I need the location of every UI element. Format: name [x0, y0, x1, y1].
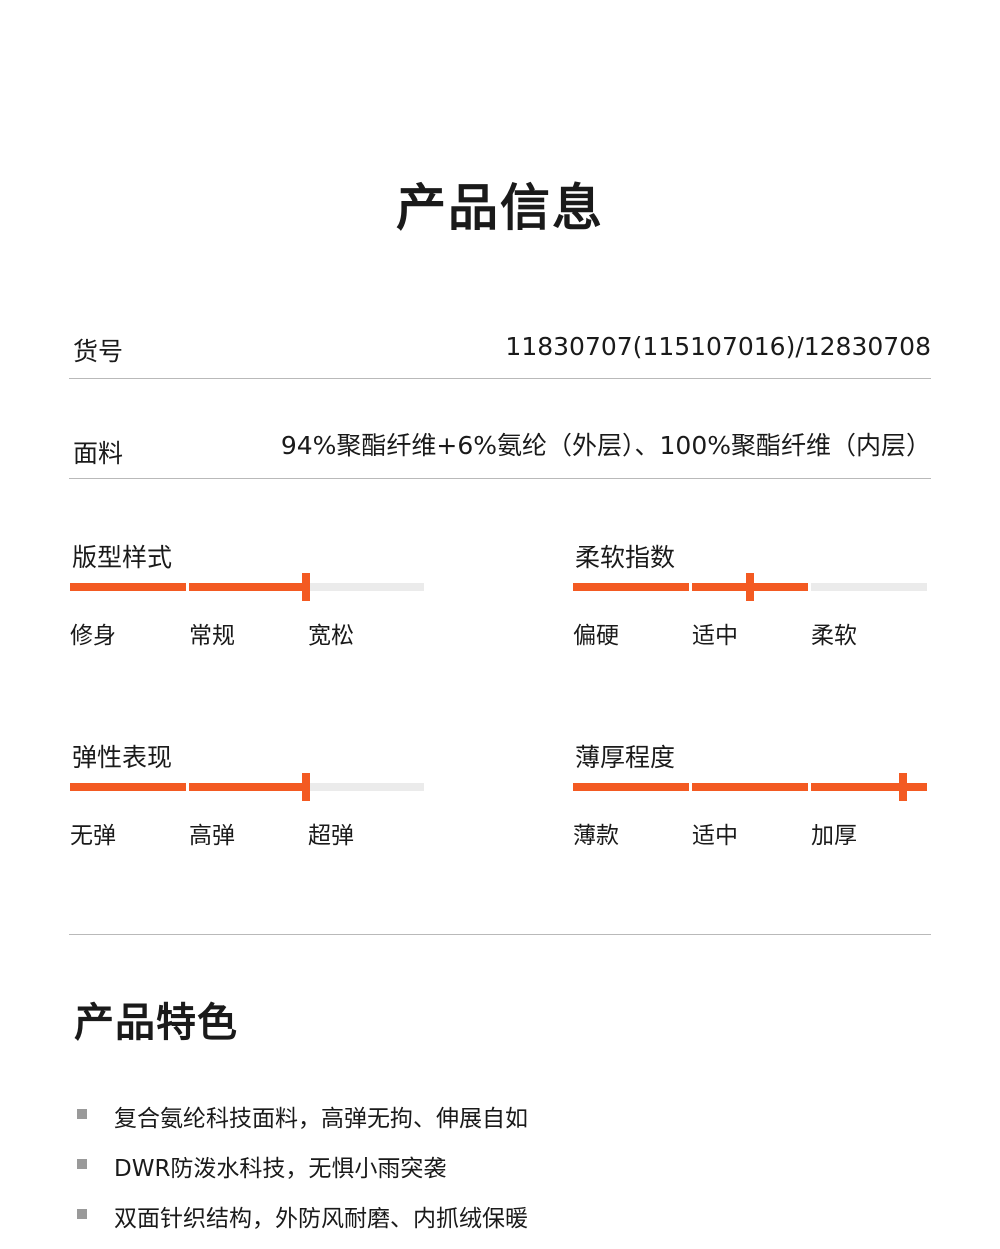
- sku-row: 货号 11830707(115107016)/12830708: [69, 325, 931, 379]
- section-divider: [69, 934, 931, 935]
- scale-tick-label: 无弹: [70, 823, 116, 849]
- square-bullet-icon: [77, 1159, 87, 1169]
- scale-segment: [189, 783, 305, 791]
- scale-elasticity: 弹性表现无弹 高弹 超弹: [70, 738, 430, 849]
- square-bullet-icon: [77, 1209, 87, 1219]
- scale-segment: [70, 783, 186, 791]
- scale-tick-label: 薄款: [573, 823, 619, 849]
- scale-title: 柔软指数: [575, 543, 676, 572]
- feature-text: DWR防泼水科技，无惧小雨突袭: [114, 1156, 447, 1182]
- scale-segment: [308, 783, 424, 791]
- scale-segment: [692, 783, 808, 791]
- features-title: 产品特色: [74, 1000, 238, 1046]
- square-bullet-icon: [77, 1109, 87, 1119]
- fabric-row: 面料 94%聚酯纤维+6%氨纶（外层）、100%聚酯纤维（内层）: [69, 420, 931, 479]
- scale-marker: [746, 573, 754, 601]
- scale-segment: [189, 583, 305, 591]
- sku-value: 11830707(115107016)/12830708: [505, 332, 931, 361]
- sku-label: 货号: [73, 337, 124, 366]
- scale-fit: 版型样式修身 常规 宽松: [70, 538, 430, 649]
- scale-title: 弹性表现: [72, 743, 173, 772]
- fabric-label: 面料: [73, 439, 124, 468]
- scale-marker: [899, 773, 908, 801]
- scale-softness: 柔软指数偏硬 适中 柔软: [573, 538, 933, 649]
- feature-item: 双面针织结构，外防风耐磨、内抓绒保暖: [77, 1199, 528, 1249]
- scale-segment: [573, 783, 689, 791]
- feature-item: 复合氨纶科技面料，高弹无拘、伸展自如: [77, 1099, 528, 1149]
- scale-thickness: 薄厚程度薄款 适中 加厚: [573, 738, 933, 849]
- feature-text: 复合氨纶科技面料，高弹无拘、伸展自如: [114, 1106, 528, 1132]
- scale-tick-label: 宽松: [308, 623, 354, 649]
- scale-segment: [811, 783, 927, 791]
- scale-segment: [70, 583, 186, 591]
- scale-tick-label: 加厚: [811, 823, 857, 849]
- features-list: 复合氨纶科技面料，高弹无拘、伸展自如 DWR防泼水科技，无惧小雨突袭 双面针织结…: [77, 1099, 528, 1249]
- feature-item: DWR防泼水科技，无惧小雨突袭: [77, 1149, 528, 1199]
- scale-tick-label: 适中: [692, 823, 738, 849]
- scale-marker: [302, 773, 310, 801]
- feature-text: 双面针织结构，外防风耐磨、内抓绒保暖: [114, 1206, 528, 1232]
- scale-title: 版型样式: [72, 543, 173, 572]
- scale-segment: [308, 583, 424, 591]
- scale-title: 薄厚程度: [575, 743, 676, 772]
- scale-tick-label: 柔软: [811, 623, 857, 649]
- scale-marker: [302, 573, 310, 601]
- scale-tick-label: 超弹: [308, 823, 354, 849]
- scale-tick-label: 高弹: [189, 823, 235, 849]
- scale-tick-label: 常规: [189, 623, 235, 649]
- scale-segment: [573, 583, 689, 591]
- scale-segment: [811, 583, 927, 591]
- scale-tick-label: 修身: [70, 623, 116, 649]
- page-title: 产品信息: [396, 179, 604, 237]
- fabric-value: 94%聚酯纤维+6%氨纶（外层）、100%聚酯纤维（内层）: [280, 431, 931, 460]
- scale-tick-label: 适中: [692, 623, 738, 649]
- scale-tick-label: 偏硬: [573, 623, 619, 649]
